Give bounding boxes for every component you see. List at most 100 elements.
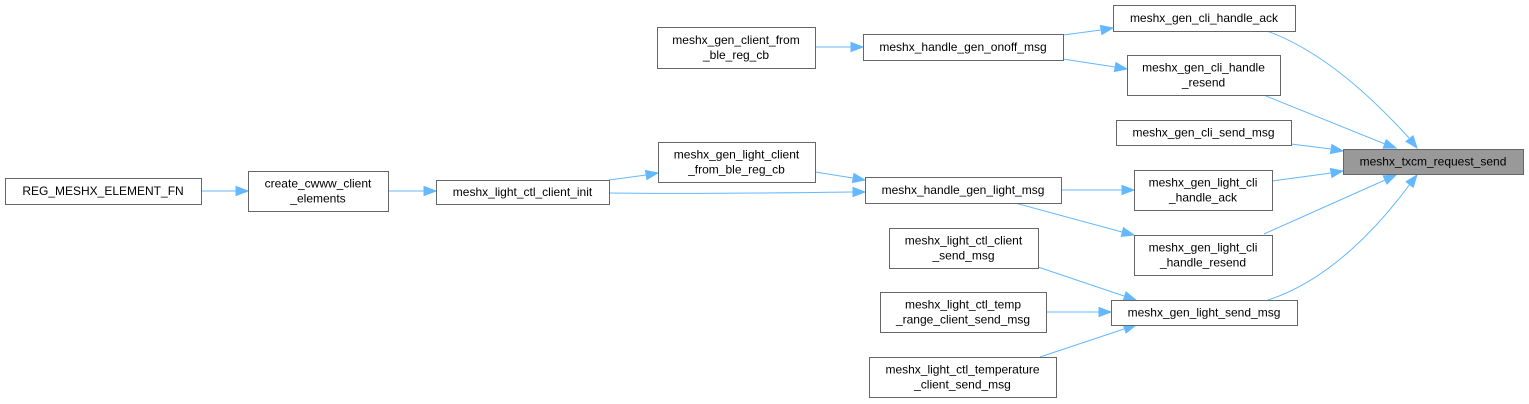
edge-meshx_handle_gen_light_msg-to-meshx_gen_light_cli_handle_resend — [1014, 202, 1136, 238]
node-meshx_gen_light_send_msg[interactable]: meshx_gen_light_send_msg — [1111, 300, 1298, 326]
node-box[interactable] — [658, 142, 816, 183]
node-box[interactable] — [248, 171, 389, 212]
edge-meshx_light_ctl_client_init-to-meshx_gen_light_client_from_ble_reg_cb — [608, 169, 660, 181]
edge-meshx_handle_gen_light_msg-to-meshx_gen_light_cli_handle_ack — [1061, 184, 1136, 196]
arrowhead-icon — [1121, 184, 1136, 196]
node-label: _send_msg — [931, 249, 994, 263]
node-label: meshx_light_ctl_client_init — [453, 185, 593, 199]
node-box[interactable] — [880, 292, 1047, 333]
node-label: _handle_ack — [1168, 191, 1238, 205]
node-meshx_handle_gen_light_msg[interactable]: meshx_handle_gen_light_msg — [865, 177, 1062, 204]
node-meshx_gen_cli_handle_ack[interactable]: meshx_gen_cli_handle_ack — [1113, 5, 1296, 32]
node-label: meshx_gen_client_from — [672, 33, 799, 47]
edge-line — [608, 174, 647, 181]
arrowhead-icon — [1382, 174, 1398, 185]
node-box[interactable] — [889, 228, 1039, 269]
arrowhead-icon — [850, 41, 865, 53]
arrowhead-icon — [1113, 61, 1129, 73]
node-meshx_txcm_request_send[interactable]: meshx_txcm_request_send — [1343, 149, 1524, 175]
node-label: meshx_handle_gen_onoff_msg — [879, 40, 1046, 54]
arrowhead-icon — [1098, 306, 1113, 318]
edge-meshx_light_ctl_temp_range_client_send_msg-to-meshx_gen_light_send_msg — [1046, 306, 1113, 318]
node-meshx_gen_cli_send_msg[interactable]: meshx_gen_cli_send_msg — [1116, 120, 1292, 146]
node-reg_meshx_element_fn[interactable]: REG_MESHX_ELEMENT_FN — [5, 178, 202, 205]
edge-line — [1062, 58, 1116, 68]
node-meshx_gen_light_cli_handle_resend[interactable]: meshx_gen_light_cli_handle_resend — [1134, 235, 1273, 276]
edge-line — [1263, 179, 1386, 235]
edge-line — [1290, 143, 1332, 150]
edge-line — [1037, 266, 1125, 297]
node-box[interactable] — [1134, 170, 1273, 211]
node-label: meshx_light_ctl_client — [905, 234, 1023, 248]
edge-meshx_handle_gen_onoff_msg-to-meshx_gen_cli_handle_ack — [1062, 24, 1115, 36]
node-label: _handle_resend — [1159, 256, 1246, 270]
node-label: REG_MESHX_ELEMENT_FN — [22, 184, 183, 198]
node-label: meshx_light_ctl_temp — [905, 298, 1021, 312]
edge-meshx_gen_light_send_msg-to-meshx_txcm_request_send — [1267, 173, 1418, 301]
edge-create_cwww_client_elements-to-meshx_light_ctl_client_init — [388, 185, 438, 197]
edge-line — [1039, 328, 1125, 358]
edge-line — [814, 171, 854, 179]
node-box[interactable] — [436, 180, 610, 205]
node-box[interactable] — [1111, 300, 1298, 326]
node-box[interactable] — [1343, 149, 1524, 175]
node-meshx_light_ctl_client_send_msg[interactable]: meshx_light_ctl_client_send_msg — [889, 228, 1039, 269]
arrowhead-icon — [1405, 173, 1418, 189]
node-box[interactable] — [1116, 120, 1292, 146]
node-meshx_light_ctl_temp_range_client_send_msg[interactable]: meshx_light_ctl_temp_range_client_send_m… — [880, 292, 1047, 333]
arrowhead-icon — [1120, 226, 1136, 238]
nodes-layer: REG_MESHX_ELEMENT_FN create_cwww_client_e… — [5, 5, 1524, 398]
edge-meshx_gen_light_cli_handle_resend-to-meshx_txcm_request_send — [1263, 174, 1398, 235]
arrowhead-icon — [1099, 24, 1115, 36]
node-label: _ble_reg_cb — [702, 48, 769, 62]
edge-meshx_gen_light_client_from_ble_reg_cb-to-meshx_handle_gen_light_msg — [814, 171, 867, 184]
edge-line — [1266, 30, 1410, 139]
edge-reg_meshx_element_fn-to-create_cwww_client_elements — [201, 185, 250, 197]
edges-layer — [201, 24, 1418, 358]
edge-line — [1062, 29, 1102, 36]
edge-line — [608, 191, 854, 194]
edge-meshx_gen_cli_handle_ack-to-meshx_txcm_request_send — [1266, 30, 1418, 150]
edge-line — [1267, 183, 1411, 301]
edge-meshx_light_ctl_client_init-to-meshx_handle_gen_light_msg — [608, 186, 867, 198]
node-create_cwww_client_elements[interactable]: create_cwww_client_elements — [248, 171, 389, 212]
node-meshx_light_ctl_temperature_client_send_msg[interactable]: meshx_light_ctl_temperature_client_send_… — [869, 357, 1057, 398]
edge-line — [1271, 172, 1332, 182]
edge-meshx_light_ctl_temperature_client_send_msg-to-meshx_gen_light_send_msg — [1039, 323, 1138, 358]
node-label: create_cwww_client — [265, 177, 372, 191]
arrowhead-icon — [1329, 167, 1345, 179]
node-label: _range_client_send_msg — [895, 313, 1030, 327]
node-label: meshx_gen_cli_handle_ack — [1130, 11, 1279, 25]
node-meshx_gen_light_cli_handle_ack[interactable]: meshx_gen_light_cli_handle_ack — [1134, 170, 1273, 211]
node-label: meshx_gen_light_send_msg — [1128, 306, 1281, 320]
node-label: meshx_gen_light_cli — [1149, 176, 1258, 190]
node-meshx_light_ctl_client_init[interactable]: meshx_light_ctl_client_init — [436, 180, 610, 205]
node-label: meshx_gen_cli_handle — [1142, 61, 1265, 75]
arrowhead-icon — [644, 169, 660, 181]
node-label: meshx_handle_gen_light_msg — [882, 183, 1045, 197]
arrowhead-icon — [235, 185, 250, 197]
node-box[interactable] — [1127, 55, 1281, 96]
node-box[interactable] — [863, 34, 1064, 61]
node-box[interactable] — [657, 27, 816, 69]
node-box[interactable] — [869, 357, 1057, 398]
node-box[interactable] — [865, 177, 1062, 204]
node-label: _client_send_msg — [913, 378, 1011, 392]
edge-line — [1265, 95, 1386, 145]
edge-meshx_gen_cli_handle_resend-to-meshx_txcm_request_send — [1265, 95, 1398, 149]
node-meshx_gen_cli_handle_resend[interactable]: meshx_gen_cli_handle_resend — [1127, 55, 1281, 96]
node-meshx_gen_light_client_from_ble_reg_cb[interactable]: meshx_gen_light_client_from_ble_reg_cb — [658, 142, 816, 183]
node-label: _from_ble_reg_cb — [687, 163, 785, 177]
node-box[interactable] — [5, 178, 202, 205]
node-label: meshx_gen_light_cli — [1149, 241, 1258, 255]
node-label: _elements — [289, 192, 345, 206]
node-meshx_gen_client_from_ble_reg_cb[interactable]: meshx_gen_client_from_ble_reg_cb — [657, 27, 816, 69]
arrowhead-icon — [1329, 143, 1345, 155]
node-box[interactable] — [1134, 235, 1273, 276]
node-box[interactable] — [1113, 5, 1296, 32]
arrowhead-icon — [1122, 291, 1138, 302]
node-label: _resend — [1181, 76, 1225, 90]
node-meshx_handle_gen_onoff_msg[interactable]: meshx_handle_gen_onoff_msg — [863, 34, 1064, 61]
edge-meshx_gen_light_cli_handle_ack-to-meshx_txcm_request_send — [1271, 167, 1345, 182]
